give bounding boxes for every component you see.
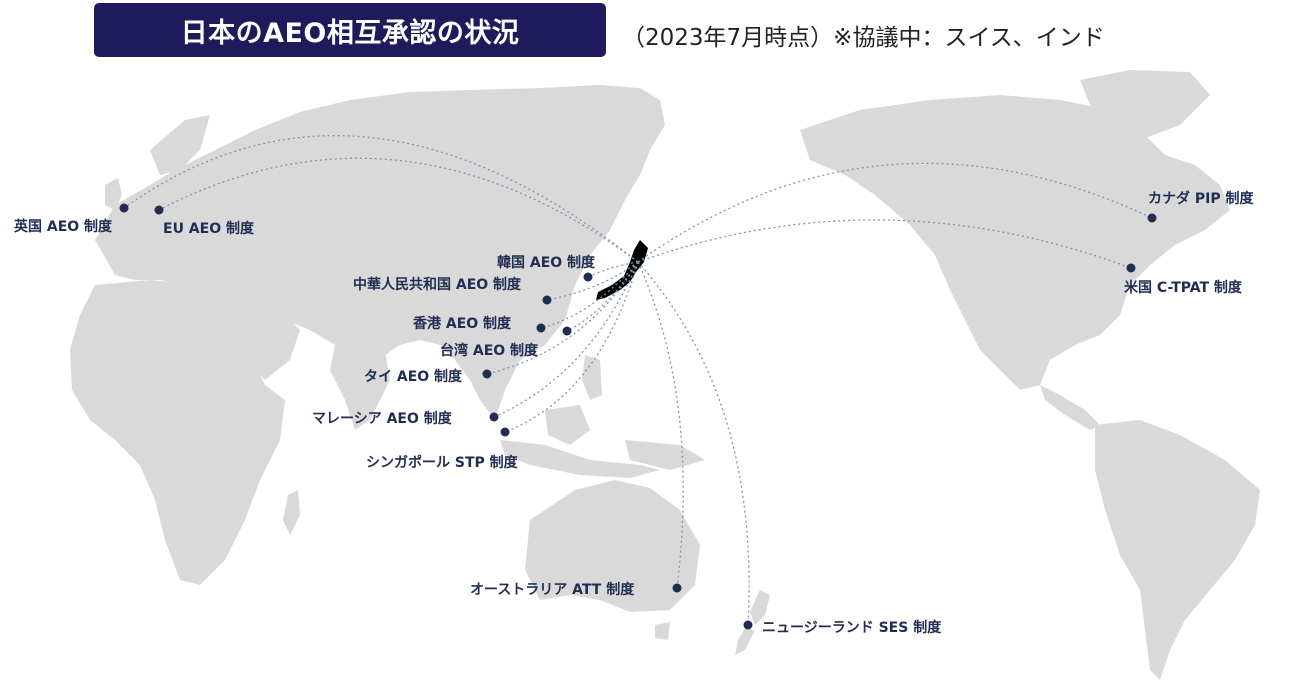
label-eu: EU AEO 制度 xyxy=(163,221,254,237)
route-line-taiwan xyxy=(566,261,639,332)
label-china: 中華人民共和国 AEO 制度 xyxy=(353,277,522,293)
marker-newzealand xyxy=(743,620,753,630)
route-line-singapore xyxy=(504,261,639,433)
label-uk: 英国 AEO 制度 xyxy=(14,219,113,235)
indonesia-landmass xyxy=(500,440,660,478)
marker-singapore xyxy=(500,427,510,437)
madagascar-landmass xyxy=(283,490,300,535)
label-usa: 米国 C-TPAT 制度 xyxy=(1124,280,1242,296)
route-line-china xyxy=(546,261,639,301)
marker-usa xyxy=(1126,263,1136,273)
marker-china xyxy=(542,295,552,305)
label-hongkong: 香港 AEO 制度 xyxy=(413,316,512,332)
marker-thailand xyxy=(482,369,492,379)
label-newzealand: ニュージーランド SES 制度 xyxy=(762,620,942,636)
route-markers xyxy=(119,203,1157,630)
route-line-malaysia xyxy=(493,261,639,418)
route-line-usa xyxy=(637,219,1132,269)
label-taiwan: 台湾 AEO 制度 xyxy=(440,343,539,359)
scandinavia-landmass xyxy=(150,115,210,175)
africa-landmass xyxy=(70,280,285,585)
route-line-australia xyxy=(637,261,684,589)
philippines-landmass xyxy=(582,355,602,400)
label-thailand: タイ AEO 制度 xyxy=(364,369,463,385)
marker-taiwan xyxy=(562,326,572,336)
india-landmass xyxy=(330,345,390,430)
marker-uk xyxy=(119,203,129,213)
route-line-canada xyxy=(637,162,1153,263)
marker-malaysia xyxy=(489,412,499,422)
central-america-landmass xyxy=(1040,385,1100,430)
route-line-newzealand xyxy=(637,261,750,626)
label-singapore: シンガポール STP 制度 xyxy=(366,455,518,471)
route-line-korea xyxy=(587,261,639,278)
label-canada: カナダ PIP 制度 xyxy=(1148,191,1254,207)
title-banner: 日本のAEO相互承認の状況 xyxy=(94,3,606,57)
uk-landmass xyxy=(105,178,122,210)
north-america-landmass xyxy=(800,95,1230,390)
marker-eu xyxy=(154,205,164,215)
borneo-landmass xyxy=(545,405,590,445)
route-lines xyxy=(123,135,1153,626)
label-australia: オーストラリア ATT 制度 xyxy=(470,582,635,598)
newzealand-landmass xyxy=(750,590,770,625)
tasmania-landmass xyxy=(655,622,670,640)
eurasia-landmass xyxy=(95,85,665,420)
label-korea: 韓国 AEO 制度 xyxy=(497,255,596,271)
status-note: （2023年7月時点）※協議中：スイス、インド xyxy=(622,25,1105,51)
australia-landmass xyxy=(525,480,700,612)
marker-korea xyxy=(583,272,593,282)
south-america-landmass xyxy=(1095,420,1260,680)
label-malaysia: マレーシア AEO 制度 xyxy=(312,411,452,427)
greenland-landmass xyxy=(1080,70,1210,140)
japan-landmass xyxy=(596,240,648,300)
newzealand-south-landmass xyxy=(735,628,755,655)
page-title: 日本のAEO相互承認の状況 xyxy=(180,17,520,49)
marker-canada xyxy=(1147,213,1157,223)
land-masses xyxy=(70,70,1260,680)
new-guinea-landmass xyxy=(625,440,705,470)
marker-australia xyxy=(672,583,682,593)
marker-hongkong xyxy=(536,323,546,333)
